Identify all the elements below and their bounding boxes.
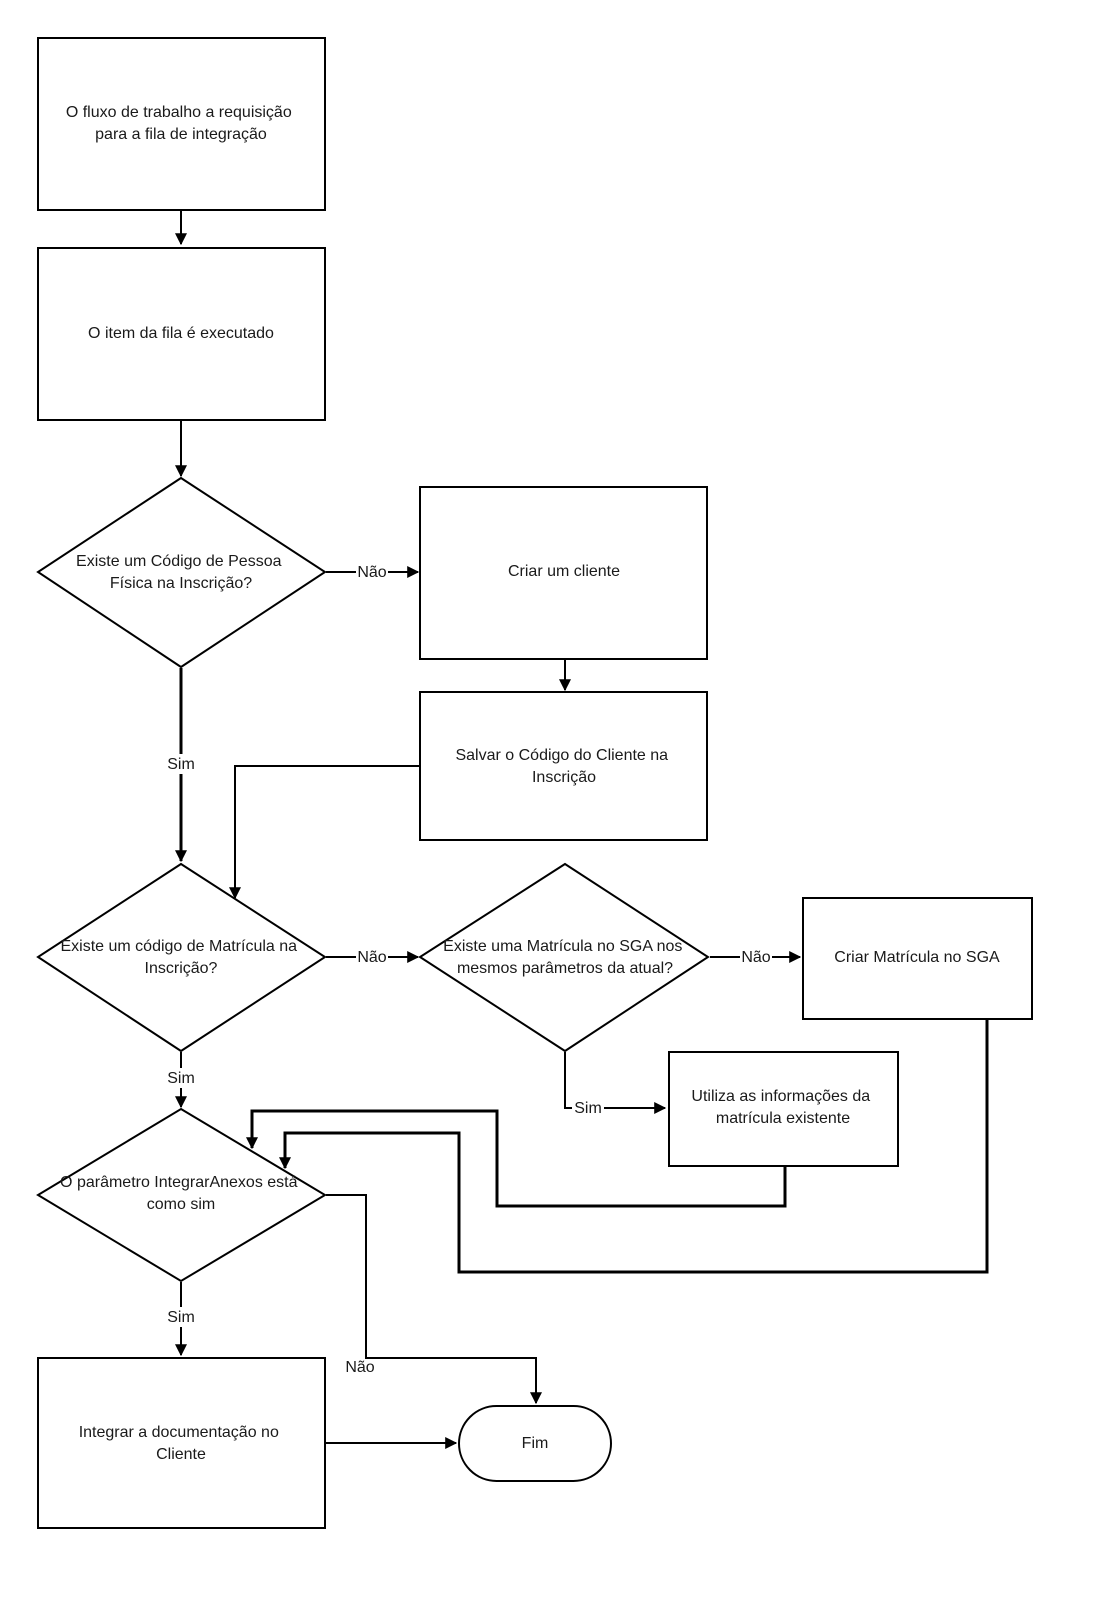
decision-enrollment-code: [36, 862, 327, 1053]
decision-person-code: [36, 476, 327, 669]
edge-label-enrollment-no: Não: [357, 949, 386, 966]
edge-label-person-yes: Sim: [167, 756, 195, 773]
decision-sga-enrollment: [418, 862, 710, 1053]
process-create-enrollment-sga: [802, 897, 1033, 1020]
text-integrate-docs: Integrar a documentação no Cliente: [79, 1424, 284, 1463]
edge-label-sga-no: Não: [741, 949, 770, 966]
label-bg: [164, 1068, 198, 1088]
text-decision-person-code: Existe um Código de Pessoa Física na Ins…: [76, 553, 286, 592]
process-integrate-docs: [37, 1357, 326, 1529]
text-use-existing-enrollment: Utiliza as informações da matrícula exis…: [691, 1088, 874, 1127]
edge-sga-yes: [564, 1052, 667, 1114]
label-bg: [164, 754, 198, 774]
text-create-enrollment-sga: Criar Matrícula no SGA: [834, 949, 1000, 966]
text-decision-attachments: O parâmetro IntegrarAnexos está como sim: [60, 1174, 302, 1213]
process-create-client: [419, 486, 708, 660]
edge-save-to-decision-enrollment: [229, 765, 420, 900]
process-save-client-code: [419, 691, 708, 841]
edge-create-sga-to-attachments: [279, 1020, 989, 1274]
label-bg: [356, 562, 388, 582]
decision-attachments: [36, 1107, 327, 1283]
edge-label-attachments-yes: Sim: [167, 1309, 195, 1326]
text-decision-sga-enrollment: Existe uma Matrícula no SGA nos mesmos p…: [443, 938, 687, 977]
text-queue-request: O fluxo de trabalho a requisição para a …: [66, 104, 296, 143]
text-item-executed: O item da fila é executado: [88, 325, 274, 342]
text-end: Fim: [522, 1435, 549, 1452]
process-use-existing-enrollment: [668, 1051, 899, 1167]
label-bg: [356, 947, 388, 967]
edge-attachments-no: [326, 1194, 542, 1405]
process-queue-request: [37, 37, 326, 211]
text-save-client-code: Salvar o Código do Cliente na Inscrição: [455, 747, 672, 786]
process-item-executed: [37, 247, 326, 421]
text-decision-enrollment-code: Existe um código de Matrícula na Inscriç…: [60, 938, 301, 977]
terminal-end: [458, 1405, 612, 1482]
edge-existing-to-attachments: [246, 1109, 787, 1208]
label-bg: [740, 947, 772, 967]
edge-label-person-no: Não: [357, 564, 386, 581]
edge-label-sga-yes: Sim: [574, 1100, 602, 1117]
label-bg: [572, 1098, 604, 1118]
label-bg: [164, 1307, 198, 1327]
edge-label-enrollment-yes: Sim: [167, 1070, 195, 1087]
text-create-client: Criar um cliente: [508, 563, 620, 580]
edge-label-attachments-no: Não: [345, 1359, 374, 1376]
